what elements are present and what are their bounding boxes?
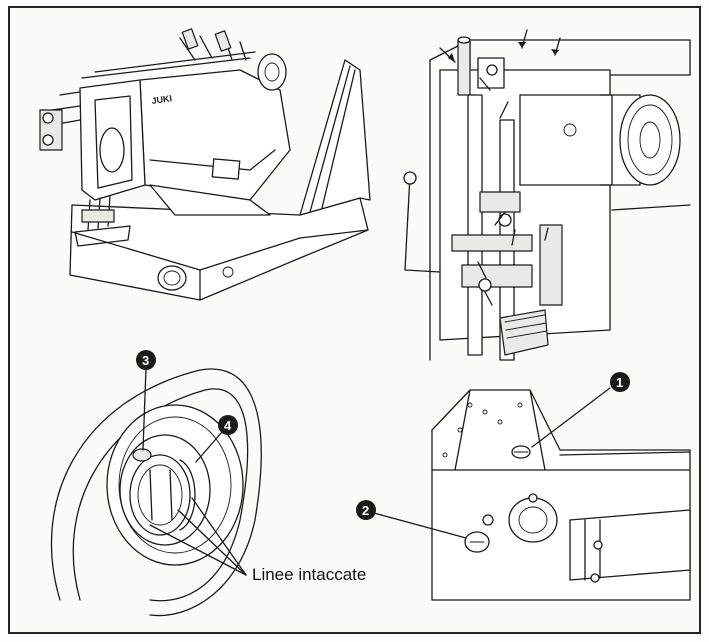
- callout-3: 3: [136, 350, 156, 451]
- notched-lines-callout: Linee intaccate: [149, 497, 366, 584]
- needle-bar-closeup-illustration: [403, 29, 691, 361]
- handwheel-detail-illustration: [50, 368, 262, 617]
- callout-4-number: 4: [224, 418, 232, 433]
- callout-1: 1: [531, 372, 630, 448]
- callout-2: 2: [356, 500, 467, 539]
- brand-logo: JUKI: [151, 93, 173, 106]
- notched-lines-label: Linee intaccate: [252, 565, 366, 584]
- callout-1-number: 1: [616, 375, 623, 390]
- callout-4: 4: [195, 415, 238, 463]
- callout-2-number: 2: [362, 503, 369, 518]
- callout-3-number: 3: [142, 353, 149, 368]
- machine-overview-illustration: JUKI: [39, 28, 371, 301]
- bed-plate-detail-illustration: [431, 389, 691, 601]
